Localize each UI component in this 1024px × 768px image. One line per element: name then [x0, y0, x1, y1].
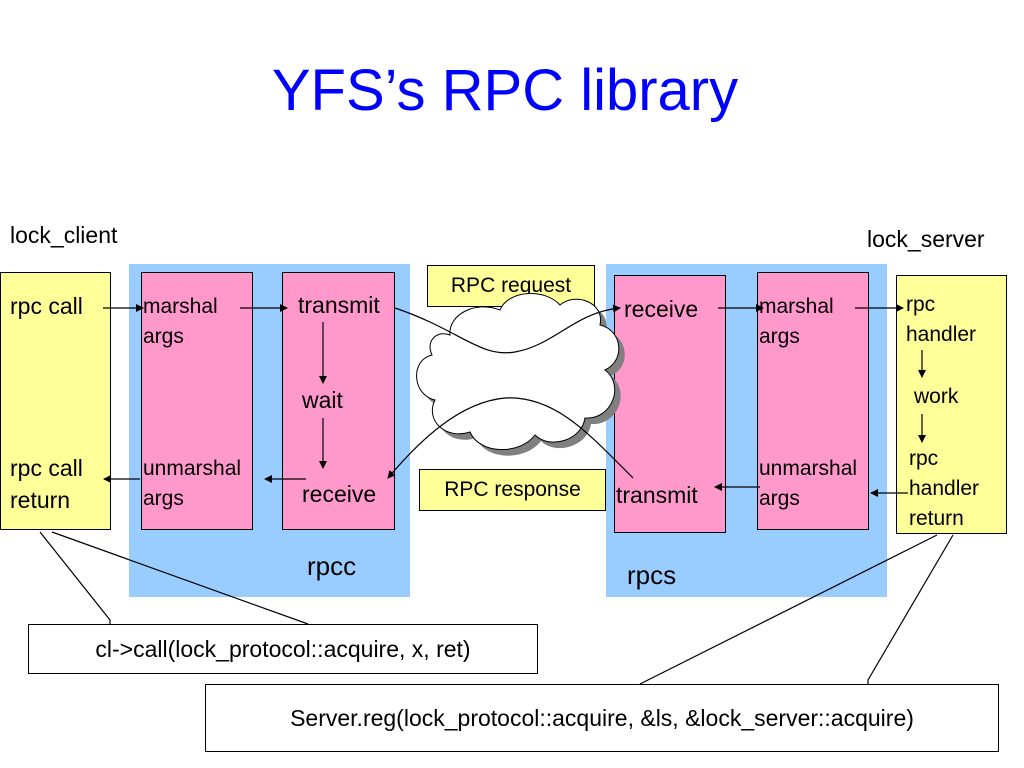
rpcc-label: rpcc: [307, 551, 357, 581]
rpcc-marshal-box: [141, 272, 253, 530]
rpcs-marshal-box: [757, 272, 869, 530]
lock-server-box: [896, 275, 1007, 534]
rpcc-marshal-label: marshal: [143, 295, 218, 318]
rpcs-transmit-label: transmit: [616, 482, 698, 508]
rpc-response-curve: [387, 397, 634, 479]
server-callout-line-left: [639, 534, 938, 685]
rpcs-transport-box: [614, 275, 726, 533]
rpcc-unmarshal-label: unmarshal: [143, 457, 242, 480]
rpcs-marshal-label: marshal: [759, 295, 834, 318]
rpcs-unmarshal-label: unmarshal: [759, 457, 858, 480]
client-callout-line-right: [51, 531, 309, 625]
lock-client-label: lock_client: [10, 222, 118, 248]
rpc-call-return-label-1: rpc call: [10, 455, 83, 481]
rpcc-transport-box: [282, 272, 395, 530]
rpcs-receive-label: receive: [624, 296, 699, 322]
rpc-handler-return-label-2: handler: [909, 477, 980, 500]
rpcs-label: rpcs: [627, 560, 677, 590]
rpcc-marshal-args-label: args: [143, 325, 184, 348]
lock-client-box: [0, 272, 111, 530]
rpc-request-curve: [394, 304, 621, 354]
rpc-handler-return-label-3: return: [909, 507, 964, 530]
rpcs-unmarshal-args-label: args: [759, 487, 800, 510]
rpc-call-return-label-2: return: [10, 487, 71, 513]
client-call-code: cl->call(lock_protocol::acquire, x, ret): [28, 624, 538, 674]
page-title: YFS’s RPC library: [271, 58, 739, 123]
rpc-handler-label-1: rpc: [906, 293, 936, 316]
rpcc-receive-label: receive: [302, 481, 377, 507]
rpc-handler-return-label-1: rpc: [909, 447, 939, 470]
network-cloud: [416, 293, 625, 456]
client-callout-line-left: [39, 531, 111, 624]
rpc-response-label: RPC response: [419, 469, 606, 511]
rpcc-unmarshal-args-label: args: [143, 487, 184, 510]
rpc-handler-label-2: handler: [906, 323, 977, 346]
rpcc-transmit-label: transmit: [298, 292, 380, 318]
rpcs-marshal-args-label: args: [759, 325, 800, 348]
lock-server-label: lock_server: [867, 226, 985, 252]
server-callout-line-right: [867, 534, 954, 684]
rpcc-wait-label: wait: [302, 387, 343, 413]
rpc-call-label: rpc call: [10, 293, 83, 319]
work-label: work: [914, 385, 959, 408]
server-reg-code: Server.reg(lock_protocol::acquire, &ls, …: [205, 684, 999, 752]
